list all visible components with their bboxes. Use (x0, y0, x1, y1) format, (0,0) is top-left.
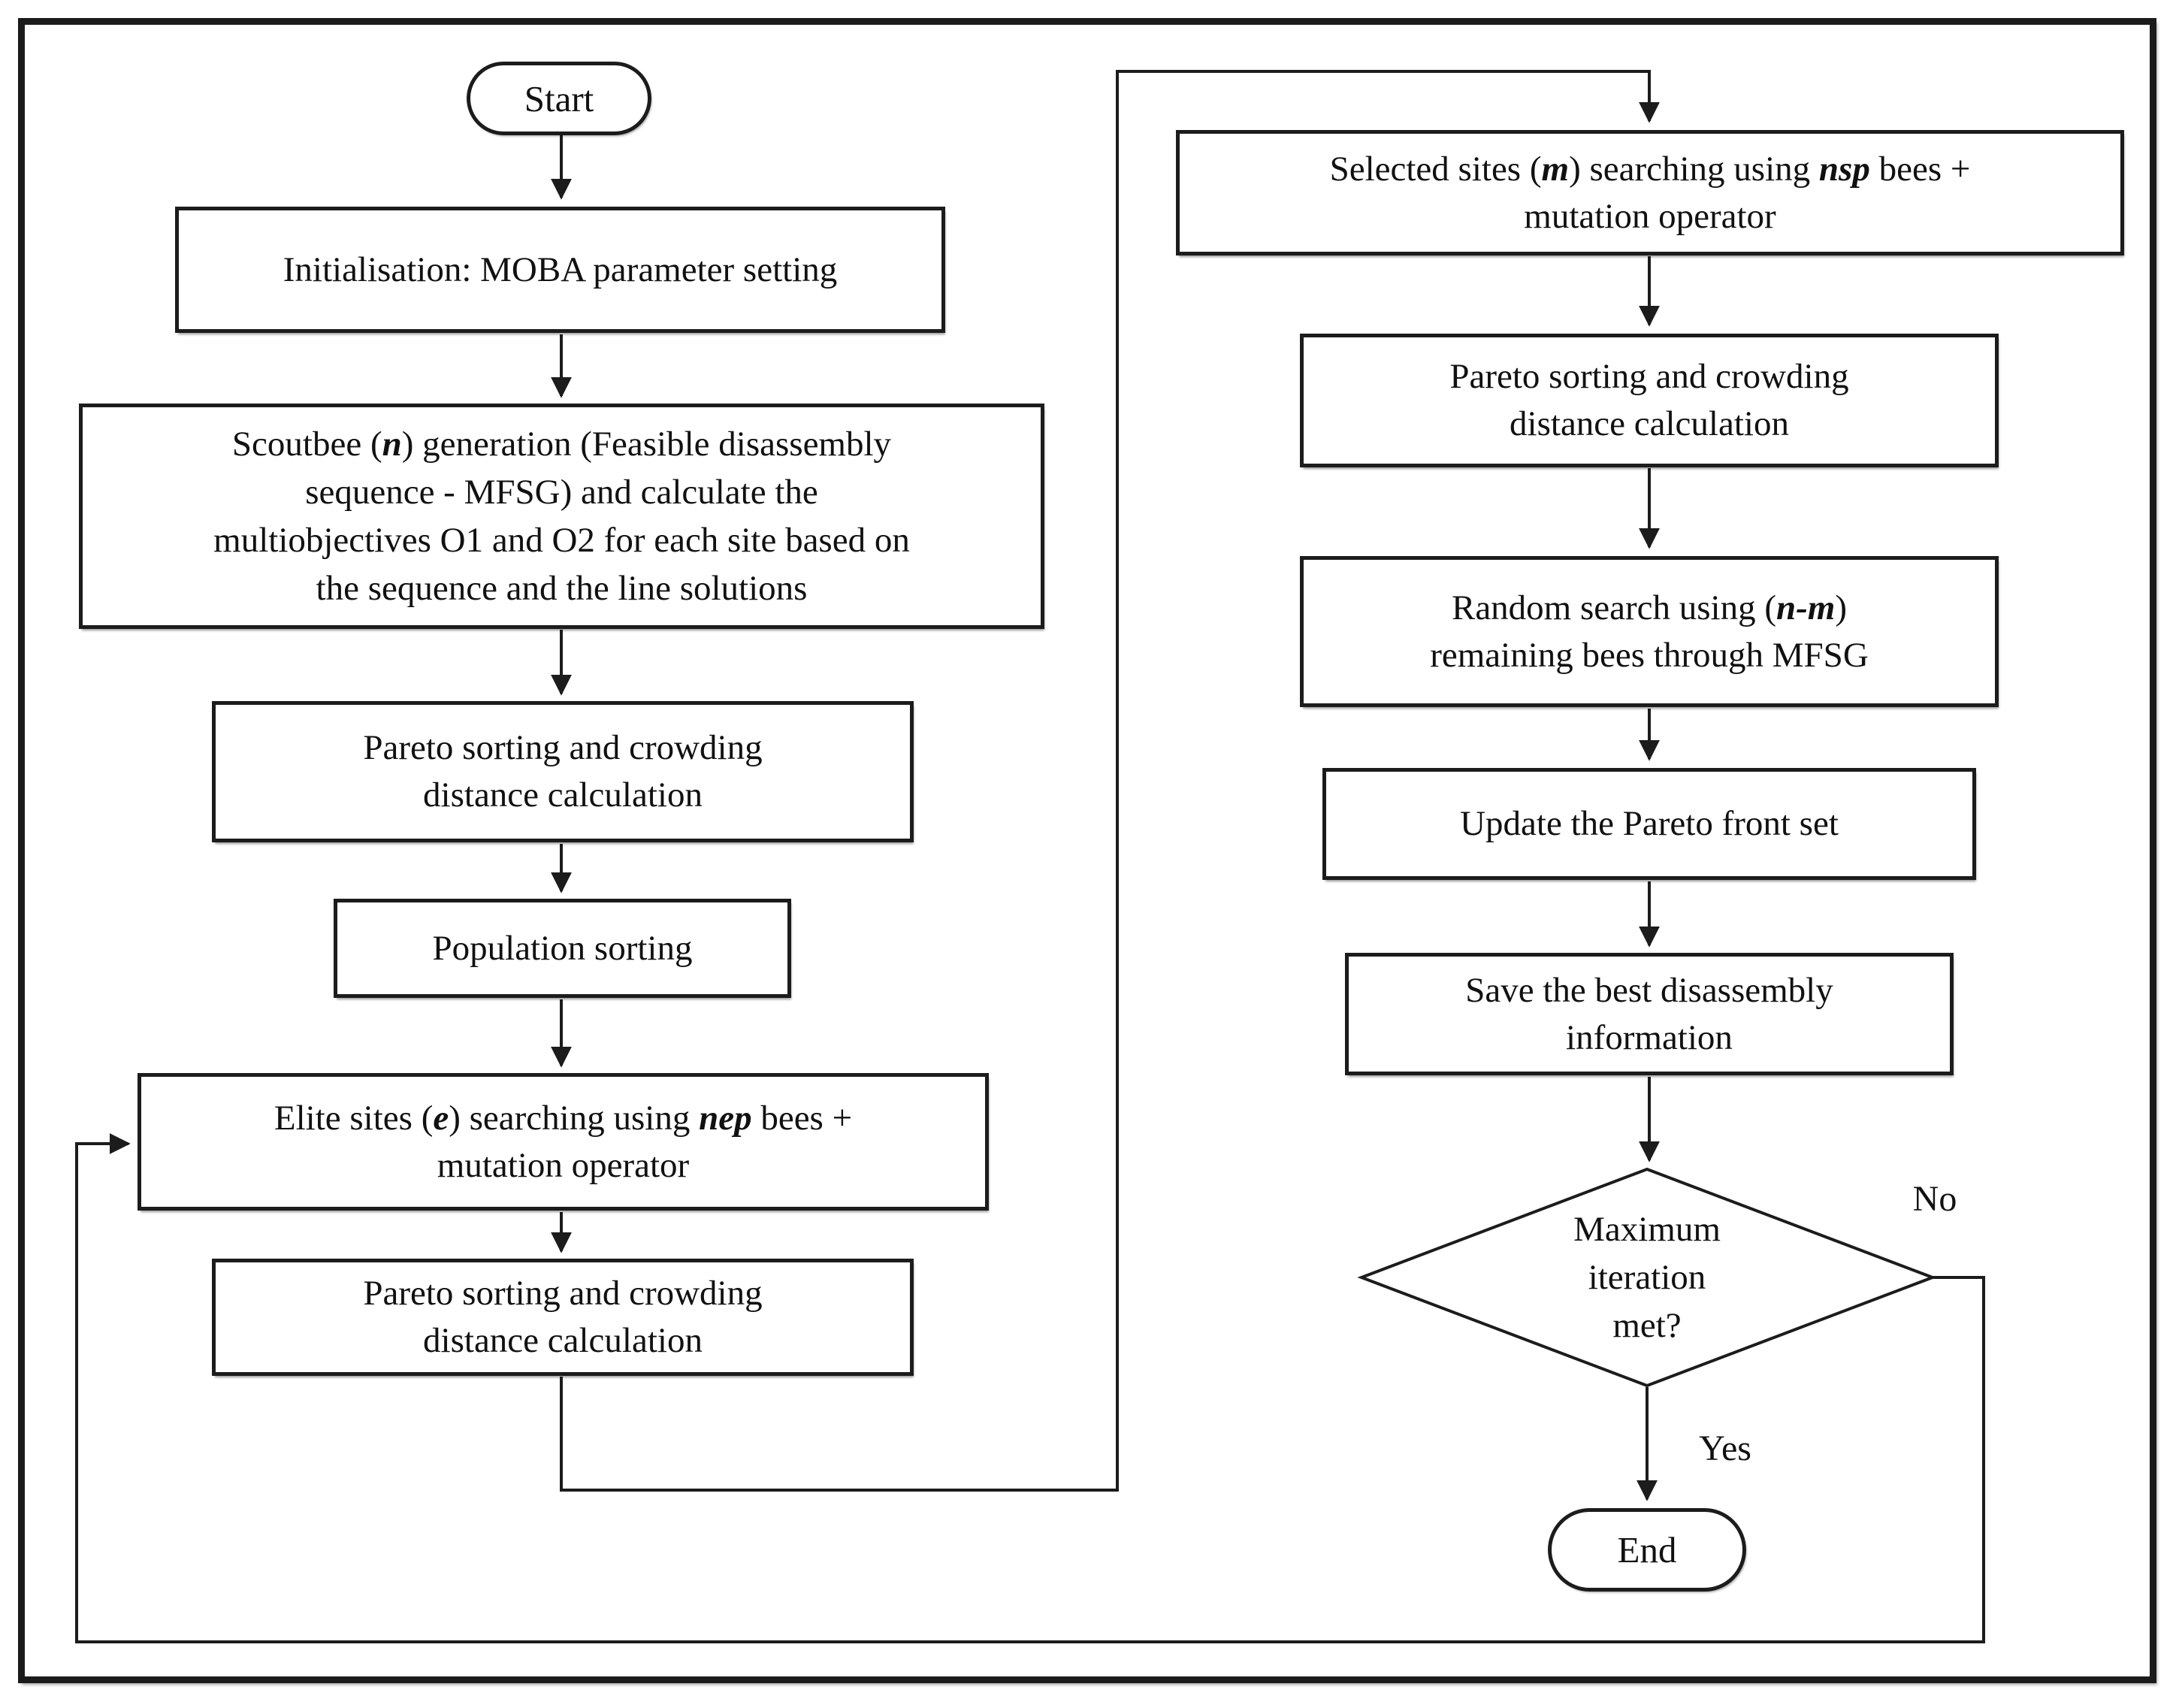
node-pareto-sorting-3-label: Pareto sorting and crowding distance calc… (1439, 353, 1859, 448)
node-pareto-sorting-3: Pareto sorting and crowding distance calc… (1300, 334, 1999, 467)
label-segment: Pareto sorting and crowding (363, 728, 763, 767)
label-segment: bees + (1869, 149, 1971, 189)
node-start-label: Start (524, 77, 594, 119)
label-segment: Selected sites ( (1329, 149, 1542, 189)
edge-label-yes-text: Yes (1699, 1428, 1751, 1468)
connector-decision-no-loop (75, 1133, 1985, 1643)
node-random-search: Random search using (n-m) remaining bees … (1300, 556, 1999, 707)
label-segment: ) (1835, 588, 1848, 627)
label-segment: distance calculation (1510, 404, 1789, 443)
node-update-pareto-front: Update the Pareto front set (1322, 768, 1976, 880)
label-segment: ) searching using (449, 1098, 700, 1138)
connector-pareto2-to-selected (560, 70, 1660, 1492)
label-segment: Pareto sorting and crowding (1449, 357, 1849, 396)
node-save-best-info-label: Save the best disassembly information (1455, 967, 1844, 1062)
label-segment: Elite sites ( (274, 1098, 434, 1138)
node-elite-sites-search: Elite sites (e) searching using nep bees… (138, 1073, 989, 1211)
node-pareto-sorting-1: Pareto sorting and crowding distance calc… (212, 701, 914, 842)
node-selected-sites-search: Selected sites (m) searching using nsp b… (1176, 130, 2124, 255)
decision-diamond-shape (1357, 1167, 1937, 1388)
label-segment: ) searching using (1569, 149, 1819, 189)
label-segment: sequence - MFSG) and calculate the (305, 473, 818, 512)
label-segment: e (433, 1098, 449, 1138)
label-segment: mutation operator (437, 1145, 690, 1185)
label-segment: n-m (1776, 588, 1836, 627)
label-segment: Save the best disassembly (1465, 970, 1833, 1010)
label-segment: multiobjectives O1 and O2 for each site … (213, 521, 910, 560)
figure-border (18, 18, 2156, 1683)
node-decision-max-iteration-label: Maximum iteration met? (1573, 1210, 1721, 1345)
label-segment: nsp (1818, 149, 1870, 189)
node-scoutbee-generation-label: Scoutbee (n) generation (Feasible disass… (203, 420, 920, 612)
label-segment: Pareto sorting and crowding (363, 1274, 763, 1313)
node-pareto-sorting-2-label: Pareto sorting and crowding distance calc… (352, 1270, 772, 1365)
node-decision-max-iteration: Maximum iteration met? (1557, 1196, 1737, 1359)
node-initialisation: Initialisation: MOBA parameter setting (175, 207, 945, 333)
label-segment: bees + (751, 1098, 853, 1138)
node-update-pareto-front-label: Update the Pareto front set (1460, 804, 1839, 843)
edge-label-no-text: No (1912, 1179, 1957, 1219)
label-segment: ) generation (Feasible disassembly (401, 425, 892, 464)
node-end: End (1548, 1508, 1746, 1592)
label-segment: nep (699, 1098, 752, 1138)
node-population-sorting: Population sorting (334, 899, 791, 998)
node-start: Start (467, 62, 651, 135)
label-segment: Scoutbee ( (231, 425, 382, 464)
label-segment: n (382, 425, 402, 464)
label-segment: information (1566, 1017, 1733, 1057)
node-save-best-info: Save the best disassembly information (1345, 953, 1954, 1075)
label-segment: the sequence and the line solutions (316, 569, 808, 608)
node-end-label: End (1617, 1529, 1677, 1570)
node-selected-sites-search-label: Selected sites (m) searching using nsp b… (1319, 146, 1981, 240)
label-segment: remaining bees through MFSG (1430, 635, 1869, 675)
label-segment: mutation operator (1524, 196, 1776, 236)
label-segment: distance calculation (423, 775, 703, 815)
label-segment: distance calculation (423, 1321, 703, 1360)
node-population-sorting-label: Population sorting (432, 928, 693, 968)
node-pareto-sorting-1-label: Pareto sorting and crowding distance calc… (352, 724, 772, 819)
node-random-search-label: Random search using (n-m) remaining bees … (1419, 585, 1879, 679)
label-segment: Random search using ( (1451, 588, 1777, 627)
node-elite-sites-search-label: Elite sites (e) searching using nep bees… (264, 1095, 863, 1190)
node-pareto-sorting-2: Pareto sorting and crowding distance calc… (212, 1259, 914, 1376)
edge-label-yes: Yes (1665, 1428, 1785, 1470)
node-initialisation-label: Initialisation: MOBA parameter setting (283, 249, 838, 289)
node-scoutbee-generation: Scoutbee (n) generation (Feasible disass… (79, 404, 1044, 629)
label-segment: m (1541, 149, 1570, 189)
edge-label-no: No (1871, 1178, 1999, 1220)
